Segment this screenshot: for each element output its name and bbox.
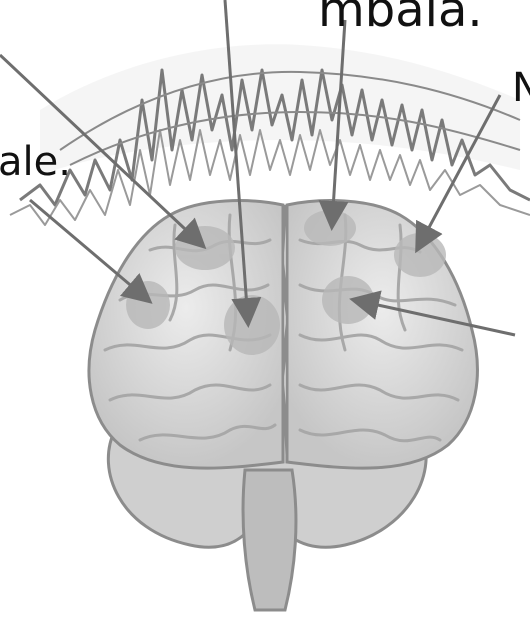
region-right-lateral xyxy=(394,233,446,277)
region-right-central xyxy=(322,276,374,324)
label-top: mbalà. xyxy=(318,0,483,34)
pointer-arrow-icon xyxy=(30,200,148,300)
region-left-frontal xyxy=(175,226,235,270)
label-left: ale. xyxy=(0,142,71,182)
region-right-top xyxy=(304,210,356,246)
label-right: N xyxy=(512,68,530,108)
brainstem xyxy=(243,470,296,610)
region-left-central xyxy=(224,295,280,355)
wave-background-haze xyxy=(40,44,520,175)
brain-front-view-icon xyxy=(89,201,477,610)
